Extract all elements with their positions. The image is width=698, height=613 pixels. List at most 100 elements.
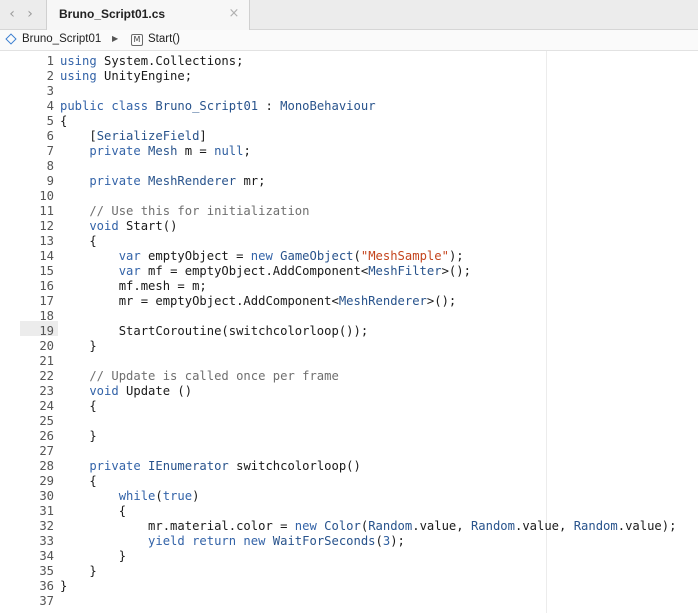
code-line[interactable]: 6 [SerializeField] bbox=[0, 129, 698, 144]
code-line[interactable]: 26 } bbox=[0, 429, 698, 444]
code-line[interactable]: 23 void Update () bbox=[0, 384, 698, 399]
code-line[interactable]: 35 } bbox=[0, 564, 698, 579]
code-line[interactable]: 15 var mf = emptyObject.AddComponent<Mes… bbox=[0, 264, 698, 279]
code-line[interactable]: 11 // Use this for initialization bbox=[0, 204, 698, 219]
code-token: ( bbox=[155, 489, 163, 503]
code-text: [SerializeField] bbox=[60, 129, 207, 144]
line-number: 28 bbox=[39, 459, 54, 473]
method-icon: M bbox=[131, 34, 143, 46]
code-text: { bbox=[60, 114, 67, 129]
code-token: { bbox=[60, 474, 97, 488]
code-line[interactable]: 37 bbox=[0, 594, 698, 609]
tab-bar: ‹ › Bruno_Script01.cs × bbox=[0, 0, 698, 30]
code-text: yield return new WaitForSeconds(3); bbox=[60, 534, 405, 549]
code-token: m = bbox=[177, 144, 207, 158]
code-token: void bbox=[60, 384, 119, 398]
code-token: MeshRenderer bbox=[140, 174, 237, 188]
code-line[interactable]: 18 bbox=[0, 309, 698, 324]
code-line[interactable]: 13 { bbox=[0, 234, 698, 249]
code-line[interactable]: 30 while(true) bbox=[0, 489, 698, 504]
code-line[interactable]: 22 // Update is called once per frame bbox=[0, 369, 698, 384]
code-token: Update () bbox=[118, 384, 193, 398]
code-token: Color bbox=[316, 519, 361, 533]
code-line[interactable]: 31 { bbox=[0, 504, 698, 519]
code-token: Mesh bbox=[140, 144, 178, 158]
code-token: Random bbox=[463, 519, 515, 533]
code-token: } bbox=[60, 339, 97, 353]
code-line[interactable]: 24 { bbox=[0, 399, 698, 414]
code-token: private bbox=[60, 174, 141, 188]
line-number: 24 bbox=[39, 399, 54, 413]
code-token: .value); bbox=[617, 519, 677, 533]
line-number: 21 bbox=[39, 354, 54, 368]
line-number: 32 bbox=[39, 519, 54, 533]
code-token: ( bbox=[360, 519, 369, 533]
code-line[interactable]: 10 bbox=[0, 189, 698, 204]
code-line[interactable]: 7 private Mesh m = null; bbox=[0, 144, 698, 159]
code-token: Bruno_Script01 bbox=[148, 99, 259, 113]
code-line[interactable]: 9 private MeshRenderer mr; bbox=[0, 174, 698, 189]
line-number: 12 bbox=[39, 219, 54, 233]
code-token: } bbox=[60, 579, 68, 593]
code-text: } bbox=[60, 549, 126, 564]
code-token: Random bbox=[566, 519, 618, 533]
code-line[interactable]: 16 mf.mesh = m; bbox=[0, 279, 698, 294]
code-token: ); bbox=[448, 249, 464, 263]
code-line[interactable]: 5{ bbox=[0, 114, 698, 129]
code-line[interactable]: 29 { bbox=[0, 474, 698, 489]
file-tab[interactable]: Bruno_Script01.cs × bbox=[46, 0, 250, 30]
code-line[interactable]: 36} bbox=[0, 579, 698, 594]
code-token: [ bbox=[60, 129, 97, 143]
code-token: { bbox=[60, 234, 97, 248]
code-line[interactable]: 8 bbox=[0, 159, 698, 174]
code-token: var bbox=[60, 264, 141, 278]
code-line[interactable]: 20 } bbox=[0, 339, 698, 354]
forward-arrow-icon[interactable]: › bbox=[27, 6, 33, 22]
code-text: while(true) bbox=[60, 489, 200, 504]
code-token: } bbox=[60, 564, 97, 578]
close-tab-icon[interactable]: × bbox=[228, 6, 240, 21]
code-line[interactable]: 34 } bbox=[0, 549, 698, 564]
code-line[interactable]: 14 var emptyObject = new GameObject("Mes… bbox=[0, 249, 698, 264]
line-number: 15 bbox=[39, 264, 54, 278]
code-token: mr; bbox=[236, 174, 266, 188]
code-token: { bbox=[60, 399, 97, 413]
code-token: IEnumerator bbox=[140, 459, 229, 473]
code-line[interactable]: 21 bbox=[0, 354, 698, 369]
code-line[interactable]: 28 private IEnumerator switchcolorloop() bbox=[0, 459, 698, 474]
breadcrumb-file[interactable]: Bruno_Script01 bbox=[22, 33, 102, 45]
code-text: } bbox=[60, 579, 67, 594]
code-line[interactable]: 12 void Start() bbox=[0, 219, 698, 234]
code-line[interactable]: 19 StartCoroutine(switchcolorloop()); bbox=[0, 324, 698, 339]
code-token: ); bbox=[390, 534, 405, 548]
code-text: var emptyObject = new GameObject("MeshSa… bbox=[60, 249, 464, 264]
code-line[interactable]: 27 bbox=[0, 444, 698, 459]
code-line[interactable]: 17 mr = emptyObject.AddComponent<MeshRen… bbox=[0, 294, 698, 309]
code-text: { bbox=[60, 234, 97, 249]
line-number: 33 bbox=[39, 534, 54, 548]
code-token: ( bbox=[375, 534, 383, 548]
code-token: WaitForSeconds bbox=[265, 534, 376, 548]
code-line[interactable]: 33 yield return new WaitForSeconds(3); bbox=[0, 534, 698, 549]
code-text: } bbox=[60, 429, 96, 444]
code-token: using bbox=[60, 69, 97, 83]
code-text: { bbox=[60, 399, 97, 414]
code-line[interactable]: 25 bbox=[0, 414, 698, 429]
back-arrow-icon[interactable]: ‹ bbox=[9, 6, 15, 22]
breadcrumb-method[interactable]: Start() bbox=[148, 33, 180, 45]
code-text: StartCoroutine(switchcolorloop()); bbox=[60, 324, 369, 339]
code-token: ] bbox=[199, 129, 207, 143]
code-token: MonoBehaviour bbox=[272, 99, 376, 113]
code-token: "MeshSample" bbox=[360, 249, 449, 263]
code-token: .value, bbox=[412, 519, 464, 533]
code-line[interactable]: 32 mr.material.color = new Color(Random.… bbox=[0, 519, 698, 534]
code-token: emptyObject = bbox=[140, 249, 244, 263]
code-line[interactable]: 3 bbox=[0, 84, 698, 99]
line-number: 1 bbox=[46, 54, 54, 68]
code-text: } bbox=[60, 339, 97, 354]
code-token: mf.mesh = m; bbox=[60, 279, 207, 293]
